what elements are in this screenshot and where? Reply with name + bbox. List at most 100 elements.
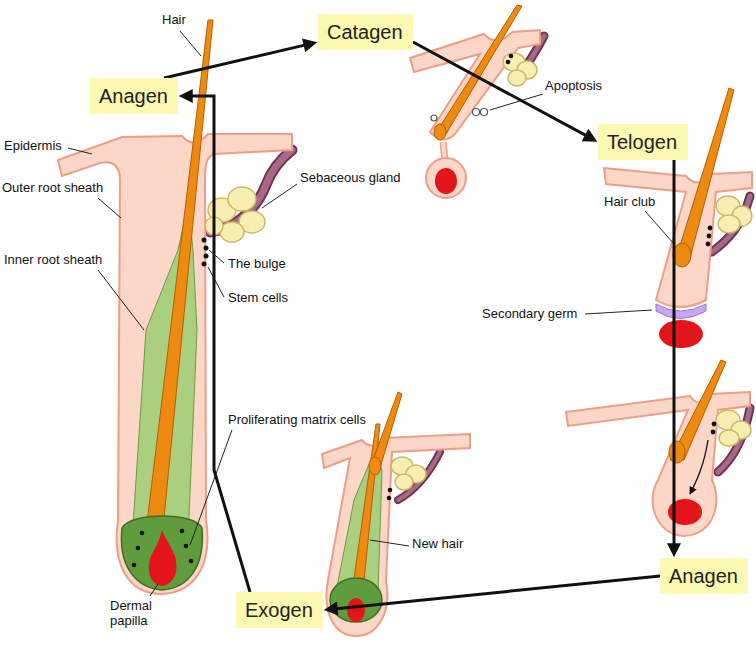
- cycle-arrow: [184, 96, 250, 592]
- stem-cell: [506, 60, 511, 65]
- leader-line: [209, 250, 224, 263]
- matrix-cell: [136, 546, 141, 551]
- callout-text: New hair: [412, 536, 463, 551]
- cycle-arrow: [673, 160, 676, 552]
- leader-line: [98, 270, 144, 330]
- dermal-papilla: [149, 530, 177, 586]
- sebaceous-lobe: [719, 430, 739, 446]
- stage-label: Exogen: [236, 592, 323, 628]
- stem-cell: [708, 226, 713, 231]
- matrix-cell: [132, 563, 137, 568]
- dermal-papilla: [659, 320, 703, 348]
- callout-text: Dermal papilla: [110, 598, 152, 628]
- callout-label: Proliferating matrix cells: [228, 412, 366, 427]
- stem-cell: [202, 262, 207, 267]
- sebaceous-lobe: [718, 215, 740, 233]
- callout-label: Sebaceous gland: [300, 170, 400, 185]
- stage-name: Anagen: [669, 564, 739, 588]
- callout-label: Inner root sheath: [4, 252, 102, 267]
- hair-matrix: [121, 516, 202, 590]
- callout-label: Dermal papilla: [110, 598, 170, 628]
- stage-label: Anagen: [90, 78, 178, 114]
- callout-text: Stem cells: [228, 290, 288, 305]
- callout-text: Apoptosis: [545, 78, 602, 93]
- papilla-sac: [426, 158, 466, 198]
- apoptotic-cell: [431, 115, 437, 121]
- callout-text: Inner root sheath: [4, 252, 102, 267]
- matrix-cell: [184, 544, 189, 549]
- stem-cell: [707, 234, 712, 239]
- callout-label: Hair club: [604, 194, 655, 209]
- callout-text: Secondary germ: [482, 306, 577, 321]
- callout-text: Hair: [162, 12, 186, 27]
- stage-name: Telogen: [607, 130, 679, 154]
- leader-line: [585, 310, 652, 314]
- stem-cell: [711, 430, 716, 435]
- callout-label: New hair: [412, 536, 463, 551]
- leader-line: [190, 430, 232, 545]
- follicle-sheath: [322, 434, 470, 636]
- leader-line: [98, 198, 121, 218]
- callout-label: The bulge: [228, 256, 286, 271]
- sebaceous-lobe: [395, 474, 413, 490]
- dermal-papilla: [347, 598, 365, 622]
- leader-line: [208, 267, 224, 297]
- stem-cell: [712, 422, 717, 427]
- callout-text: Epidermis: [4, 138, 62, 153]
- stage-label: Anagen: [660, 558, 748, 594]
- matrix-cell: [140, 531, 145, 536]
- stem-cell: [388, 488, 393, 493]
- callout-text: Outer root sheath: [2, 180, 103, 195]
- cycle-arrow: [329, 576, 660, 609]
- callout-label: Outer root sheath: [2, 180, 103, 195]
- stem-cell: [706, 242, 711, 247]
- stem-cell: [204, 254, 209, 259]
- sebaceous-lobe: [228, 187, 256, 211]
- leader-line: [68, 148, 92, 154]
- stage-name: Exogen: [245, 598, 314, 622]
- leader-line: [370, 540, 409, 546]
- callout-text: Hair club: [604, 194, 655, 209]
- callout-label: Hair: [162, 12, 186, 27]
- stage-label: Telogen: [598, 124, 688, 160]
- matrix-cell: [180, 529, 185, 534]
- callout-label: Secondary germ: [482, 306, 577, 321]
- callout-label: Stem cells: [228, 290, 288, 305]
- stem-cell: [204, 246, 209, 251]
- stem-cell: [387, 496, 392, 501]
- stage-name: Anagen: [99, 84, 169, 108]
- matrix-cell: [189, 559, 194, 564]
- hair-matrix: [330, 578, 382, 622]
- hair-club: [434, 124, 446, 140]
- sebaceous-lobe: [508, 70, 526, 86]
- apoptotic-cell: [473, 109, 480, 116]
- callout-text: The bulge: [228, 256, 286, 271]
- hair-club: [673, 243, 691, 267]
- migration-arrow: [690, 440, 708, 494]
- new-hair-shaft: [351, 424, 380, 600]
- stem-cell: [202, 238, 207, 243]
- leader-line: [180, 31, 201, 56]
- leader-line: [645, 211, 674, 244]
- follicle-sheath: [604, 168, 752, 307]
- hair-club: [369, 457, 381, 475]
- leader-line: [150, 584, 158, 596]
- hair-club: [669, 441, 685, 463]
- follicle-sheath: [566, 392, 750, 536]
- callout-text: Proliferating matrix cells: [228, 412, 366, 427]
- stage-name: Catagen: [327, 20, 404, 44]
- stage-label: Catagen: [318, 14, 413, 50]
- callout-text: Sebaceous gland: [300, 170, 400, 185]
- apoptotic-cell: [481, 109, 488, 116]
- cycle-arrow: [164, 43, 312, 78]
- leader-line: [262, 184, 297, 208]
- hair-shaft: [675, 88, 734, 262]
- secondary-germ: [656, 304, 706, 319]
- dermal-papilla: [435, 168, 457, 194]
- stem-cell: [509, 54, 514, 59]
- callout-label: Apoptosis: [545, 78, 602, 93]
- callout-label: Epidermis: [4, 138, 62, 153]
